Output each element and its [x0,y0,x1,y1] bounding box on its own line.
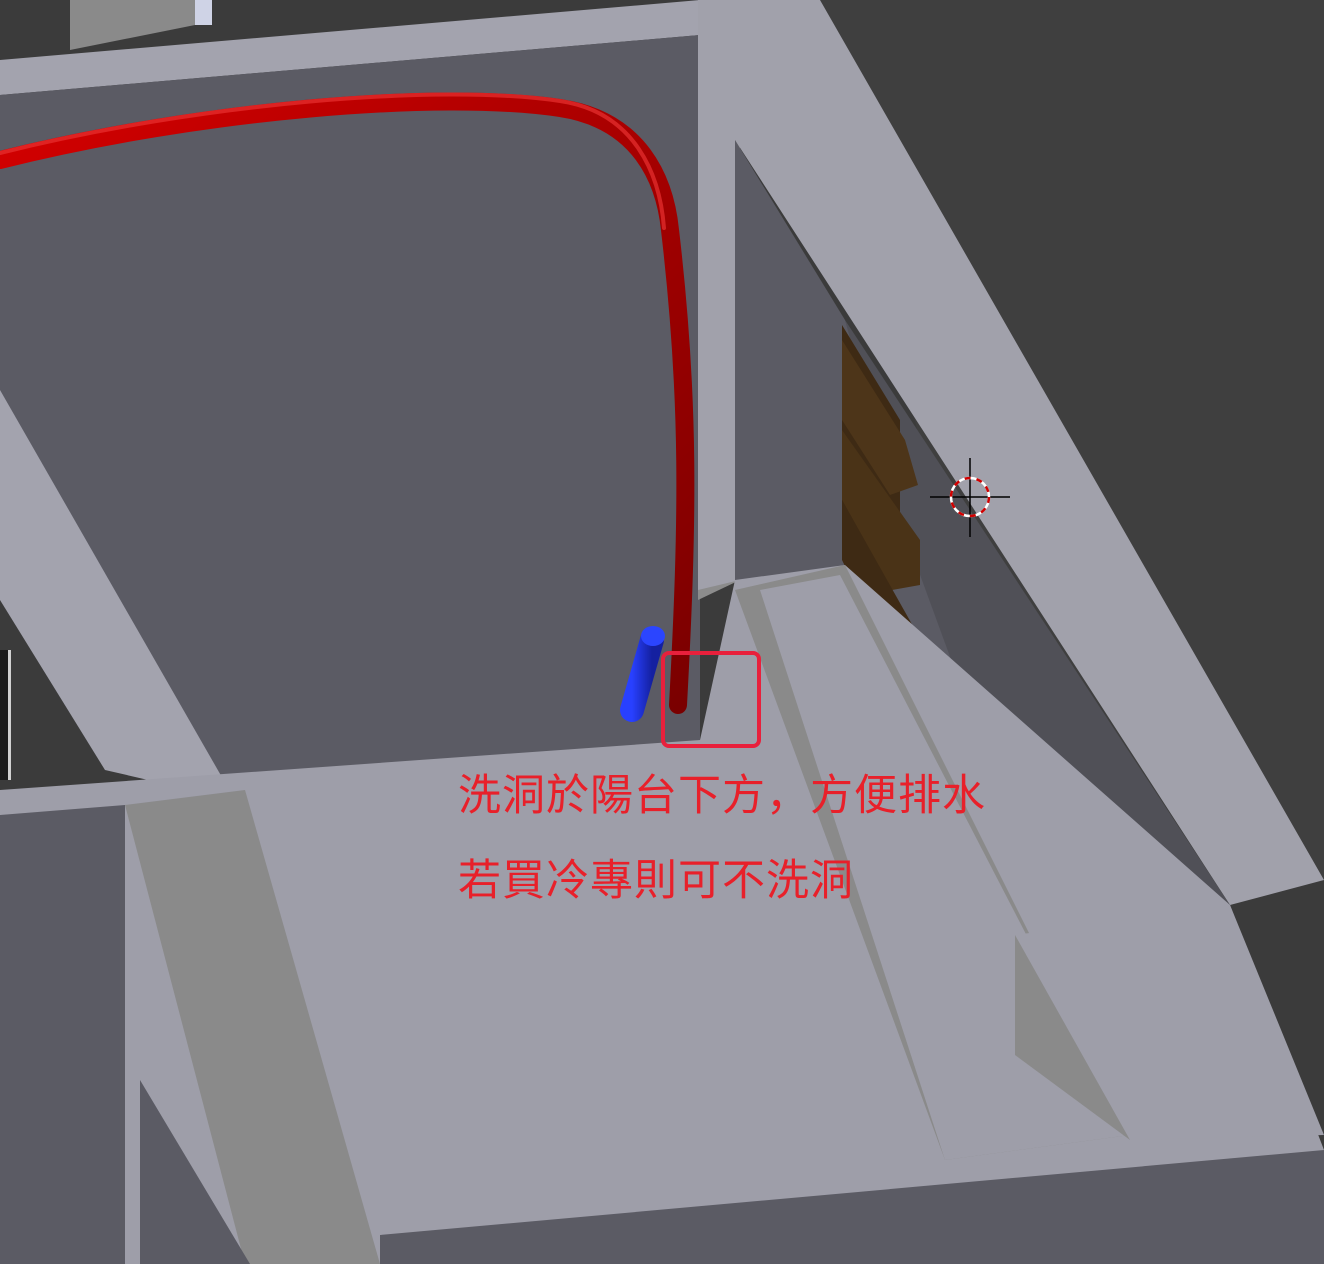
lower-left-pit [140,1080,250,1264]
bottom-floor-band [380,1150,1324,1264]
interior-back-wall [0,35,700,800]
3d-cursor-crosshair-icon[interactable] [930,458,1010,537]
top-wall-strip [0,0,700,95]
top-left-dark-block [70,0,195,50]
red-pipe-highlight [0,92,666,230]
lower-left-block [0,805,125,1264]
annotation-line-1: 洗洞於陽台下方，方便排水 [458,771,986,821]
blue-pipe-top [641,626,665,646]
wood-shelf-1 [842,340,918,495]
right-inner-recess-floor [845,320,1230,930]
lower-left-shadow [125,790,380,1264]
wood-shelf-2 [842,430,920,590]
left-edge-object [0,650,8,780]
lower-right-wall-shadow [1015,935,1130,1140]
blue-pipe [620,628,664,722]
left-edge-object-highlight [8,650,11,780]
left-wall-face [0,390,235,800]
top-left-corner-object [195,0,212,25]
annotation-line-2: 若買冷專則可不洗洞 [458,856,854,906]
middle-pillar-top [698,0,1324,905]
drill-hole-highlight-box [661,651,761,748]
lower-right-wall-face [1015,905,1324,1140]
